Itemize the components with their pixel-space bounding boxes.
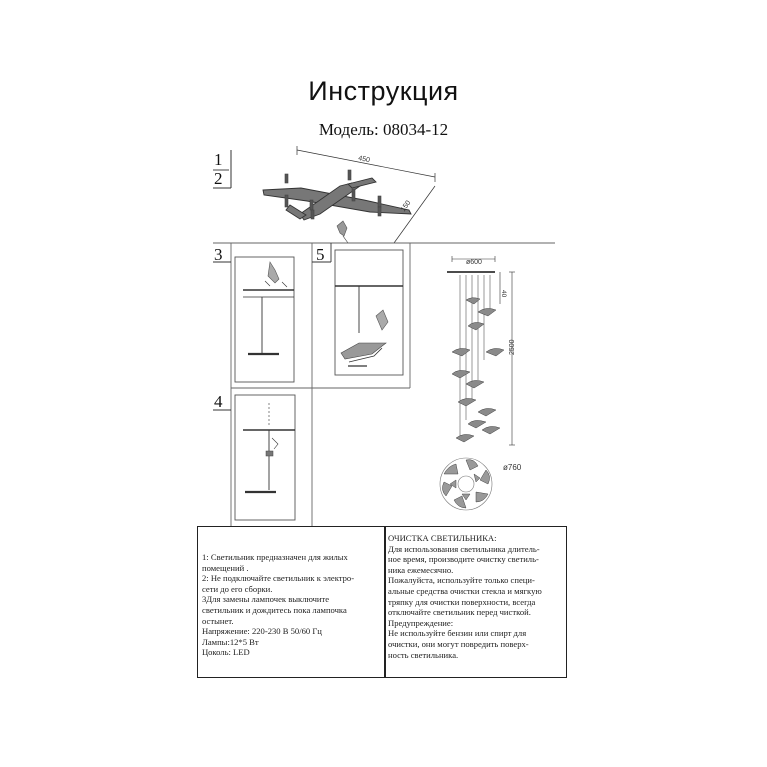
cleaning-line: ника ежемесячно. <box>388 564 454 575</box>
dim-top-drop: 40 <box>500 290 507 298</box>
dim-total-height: 2500 <box>509 339 516 355</box>
cleaning-line: Пожалуйста, используйте только специ- <box>388 575 535 586</box>
step-number-1: 1 <box>214 150 223 169</box>
mounting-plate <box>262 177 412 221</box>
usage-line: остынет. <box>202 615 234 626</box>
usage-line: сети до его сборки. <box>202 583 273 594</box>
cleaning-line: отключайте светильник перед чисткой. <box>388 607 531 618</box>
warning-heading: Предупреждение: <box>388 617 454 628</box>
plan-view-leaves <box>442 459 490 509</box>
info-column-divider <box>384 527 386 677</box>
cleaning-line: альные средства очистки стекла и мягкую <box>388 585 542 596</box>
model-label: Модель: 08034-12 <box>318 120 449 139</box>
dim-canopy-diameter: ø600 <box>466 259 482 266</box>
usage-line: помещений . <box>202 562 249 573</box>
step-number-2: 2 <box>214 169 223 188</box>
warning-line: Не используйте бензин или спирт для <box>388 628 527 639</box>
page-title: Инструкция <box>308 76 459 106</box>
usage-line: 3Для замены лампочек выключите <box>202 594 330 605</box>
usage-line: светильник и дождитесь пока лампочка <box>202 604 347 615</box>
warning-line: ность светильника. <box>388 649 459 660</box>
leaf-shades <box>451 297 505 443</box>
step-number-4: 4 <box>214 392 223 411</box>
lamps-spec: Лампы:12*5 Вт <box>202 636 259 647</box>
cleaning-heading: ОЧИСТКА СВЕТИЛЬНИКА: <box>388 533 497 543</box>
socket-spec: Цоколь: LED <box>202 647 250 658</box>
cleaning-notes: ОЧИСТКА СВЕТИЛЬНИКА: Для использования с… <box>388 533 564 660</box>
voltage-spec: Напряжение: 220-230 В 50/60 Гц <box>202 626 322 637</box>
usage-notes: 1: Светильник предназначен для жилых пом… <box>202 552 382 658</box>
dim-spread-diameter: ø760 <box>503 463 522 472</box>
step-number-3: 3 <box>214 245 223 264</box>
cleaning-line: тряпку для очистки поверхности, всегда <box>388 596 536 607</box>
dim-plate-width: 450 <box>358 155 371 164</box>
warning-line: очистки, они могут повредить поверх- <box>388 638 529 649</box>
dim-plate-depth: 150 <box>400 199 412 213</box>
usage-line: 2: Не подключайте светильник к электро- <box>202 573 355 584</box>
info-table: 1: Светильник предназначен для жилых пом… <box>197 526 567 678</box>
usage-line: 1: Светильник предназначен для жилых <box>202 552 348 562</box>
cleaning-line: ное время, производите очистку светиль- <box>388 554 539 565</box>
mounting-screws <box>284 169 382 220</box>
step-number-5: 5 <box>316 245 325 264</box>
cleaning-line: Для использования светильника длитель- <box>388 543 540 554</box>
